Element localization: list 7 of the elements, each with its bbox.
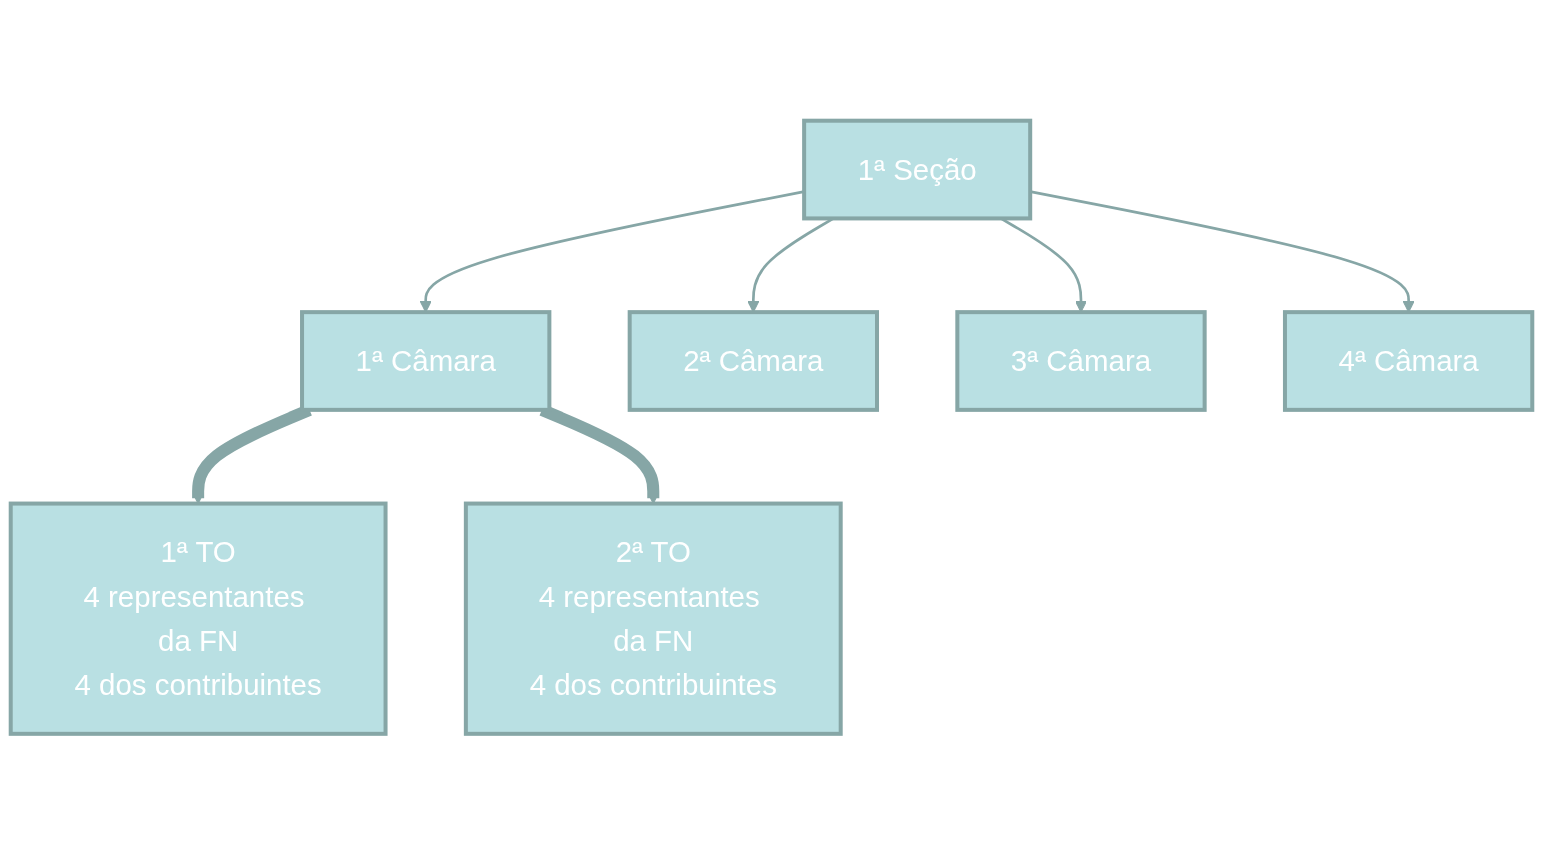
node-box: 1ª Seção <box>802 118 1033 221</box>
node-box: 1ª TO 4 representantes da FN 4 dos contribuintes <box>8 501 388 736</box>
node-box: 2ª Câmara <box>627 309 879 412</box>
node-box: 2ª TO 4 representantes da FN 4 dos contribuintes <box>463 501 843 736</box>
node-box: 4ª Câmara <box>1282 309 1535 412</box>
node-box: 1ª Câmara <box>300 309 552 412</box>
node-box: 3ª Câmara <box>955 309 1207 412</box>
